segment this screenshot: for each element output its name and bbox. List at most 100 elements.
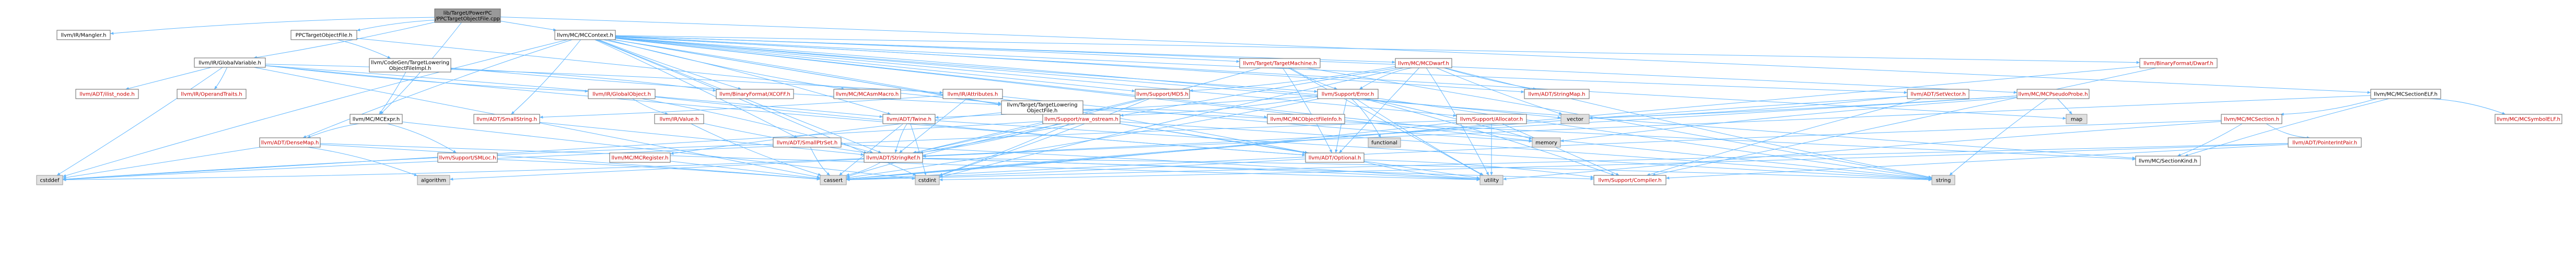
edge-allocator-to-cassert <box>846 122 1457 181</box>
edge-densemap-to-utility <box>320 143 1481 181</box>
edge-mccontext-to-smallstring <box>511 39 581 115</box>
node-mcregister[interactable]: llvm/MC/MCRegister.h <box>609 152 671 163</box>
node-allocator[interactable]: llvm/Support/Allocator.h <box>1456 114 1527 124</box>
node-targetmachine[interactable]: llvm/Target/TargetMachine.h <box>1239 58 1321 68</box>
edge-ttlof-to-mcregister <box>670 112 1002 155</box>
node-mcobjfileinfo[interactable]: llvm/MC/MCObjectFileInfo.h <box>1267 114 1345 124</box>
edge-targetmachine-to-utility <box>1288 67 1483 176</box>
edge-mccontext-to-allocator <box>615 37 1457 117</box>
node-box-cgtlof <box>369 58 451 73</box>
node-mcsectionelf[interactable]: llvm/MC/MCSectionELF.h <box>2370 89 2441 99</box>
node-globalobject[interactable]: llvm/IR/GlobalObject.h <box>588 89 656 99</box>
edge-mcregister-to-cassert <box>670 161 821 180</box>
node-label-ttlof: ObjectFile.h <box>1027 108 1058 114</box>
edge-globalvar-to-globalobject <box>265 65 589 93</box>
node-symbolelf[interactable]: llvm/MC/MCSymbolELF.h <box>2495 114 2562 124</box>
node-box-targetmachine <box>1239 58 1321 68</box>
node-cassert: cassert <box>820 175 847 185</box>
node-irvalue[interactable]: llvm/IR/Value.h <box>654 114 704 124</box>
edge-supporterror-to-optional <box>1335 98 1347 153</box>
node-stringmap[interactable]: llvm/ADT/StringMap.h <box>1524 89 1590 99</box>
edge-mcdwarf-to-vector <box>1436 67 1563 115</box>
edge-stringref-to-string <box>922 158 1932 182</box>
node-supporterror[interactable]: llvm/Support/Error.h <box>1317 89 1379 99</box>
node-box-irattributes <box>942 89 1003 99</box>
node-twine[interactable]: llvm/ADT/Twine.h <box>882 114 936 124</box>
node-box-xcoff <box>716 89 794 99</box>
node-label-mcobjfileinfo: llvm/MC/MCObjectFileInfo.h <box>1270 117 1342 123</box>
node-mcasmmacro[interactable]: llvm/MC/MCAsmMacro.h <box>833 89 901 99</box>
node-irmangler[interactable]: llvm/IR/Mangler.h <box>56 30 111 40</box>
edge-supporterror-to-twine <box>935 95 1318 119</box>
node-mccontext[interactable]: llvm/MC/MCContext.h <box>554 30 616 40</box>
node-box-mcexpr <box>349 114 403 124</box>
node-rawostream[interactable]: llvm/Support/raw_ostream.h <box>1042 114 1121 124</box>
node-box-mccontext <box>554 30 616 40</box>
node-box-sectionkind <box>2135 156 2201 166</box>
node-box-globalobject <box>588 89 656 99</box>
edge-md5-to-stringref <box>913 98 1143 154</box>
node-box-mcasmmacro <box>833 89 901 99</box>
edge-mcexpr-to-smloc <box>387 123 457 153</box>
edge-irvalue-to-cassert <box>691 123 822 176</box>
node-label-xcoff: llvm/BinaryFormat/XCOFF.h <box>719 92 790 98</box>
node-mcpseudoprobe[interactable]: llvm/MC/MCPseudoProbe.h <box>2016 89 2090 99</box>
node-label-string: string <box>1936 178 1951 184</box>
edge-ptrintpair-to-cstdint <box>939 143 2289 182</box>
edge-mccontext-to-supporterror <box>615 37 1318 93</box>
node-setvector[interactable]: llvm/ADT/SetVector.h <box>1907 89 1969 99</box>
node-optional[interactable]: llvm/ADT/Optional.h <box>1305 152 1365 163</box>
node-utility: utility <box>1479 175 1503 185</box>
node-label-mcsection: llvm/MC/MCSection.h <box>2224 117 2279 123</box>
node-root[interactable]: lib/Target/PowerPC/PPCTargetObjectFile.c… <box>434 8 501 23</box>
edge-mcsection-to-cassert <box>846 120 2222 181</box>
node-mcexpr[interactable]: llvm/MC/MCExpr.h <box>349 114 403 124</box>
node-label-mcregister: llvm/MC/MCRegister.h <box>612 156 669 161</box>
edge-ppctof-to-cgtlof <box>337 39 391 59</box>
node-cgtlof[interactable]: llvm/CodeGen/TargetLoweringObjectFileImp… <box>369 58 451 73</box>
edge-targetmachine-to-string <box>1306 67 1932 179</box>
edge-smallptrset-to-cstddef <box>62 144 774 181</box>
node-binfmtdwarf[interactable]: llvm/BinaryFormat/Dwarf.h <box>2139 58 2218 68</box>
edge-root-to-mcsectionelf <box>500 17 2371 94</box>
edge-md5-to-cstdint <box>939 98 1150 176</box>
node-densemap[interactable]: llvm/ADT/DenseMap.h <box>259 137 321 148</box>
edge-mcdwarf-to-string <box>1444 67 1932 179</box>
node-mcsection[interactable]: llvm/MC/MCSection.h <box>2221 114 2282 124</box>
node-stringref[interactable]: llvm/ADT/StringRef.h <box>864 152 923 163</box>
node-xcoff[interactable]: llvm/BinaryFormat/XCOFF.h <box>716 89 794 99</box>
node-smallstring[interactable]: llvm/ADT/SmallString.h <box>473 114 540 124</box>
node-smloc[interactable]: llvm/Support/SMLoc.h <box>437 152 498 163</box>
node-label-optional: llvm/ADT/Optional.h <box>1309 156 1361 161</box>
edge-rawostream-to-string <box>1120 121 1932 181</box>
node-ppctof[interactable]: PPCTargetObjectFile.h <box>290 30 357 40</box>
node-sectionkind[interactable]: llvm/MC/SectionKind.h <box>2135 156 2201 166</box>
edge-mccontext-to-string <box>615 38 1932 180</box>
edge-root-to-ppctof <box>356 19 435 31</box>
node-cstddef: cstddef <box>36 175 63 185</box>
node-compiler[interactable]: llvm/Support/Compiler.h <box>1593 175 1666 185</box>
node-label-rawostream: llvm/Support/raw_ostream.h <box>1044 117 1118 123</box>
edge-mcpseudoprobe-to-memory <box>1560 97 2018 143</box>
node-label-twine: llvm/ADT/Twine.h <box>887 117 931 123</box>
node-ilistnode[interactable]: llvm/ADT/ilist_node.h <box>75 89 139 99</box>
node-operandtraits[interactable]: llvm/IR/OperandTraits.h <box>177 89 247 99</box>
node-globalvar[interactable]: llvm/IR/GlobalVariable.h <box>194 57 266 68</box>
node-ptrintpair[interactable]: llvm/ADT/PointerIntPair.h <box>2288 137 2362 148</box>
node-smallptrset[interactable]: llvm/ADT/SmallPtrSet.h <box>773 137 842 148</box>
node-box-stringmap <box>1524 89 1590 99</box>
edge-supporterror-to-string <box>1378 98 1932 180</box>
edge-twine-to-string <box>935 120 1932 181</box>
edge-supporterror-to-compiler <box>1363 98 1615 176</box>
edge-cgtlof-to-mcexpr <box>379 72 406 115</box>
node-label-smloc: llvm/Support/SMLoc.h <box>439 156 496 161</box>
node-label-cstddef: cstddef <box>40 178 60 184</box>
edge-mccontext-to-smallptrset <box>595 39 798 138</box>
node-box-mcsection <box>2221 114 2282 124</box>
node-irattributes[interactable]: llvm/IR/Attributes.h <box>942 89 1003 99</box>
edge-globalobject-to-stringref <box>642 98 873 153</box>
node-mcdwarf[interactable]: llvm/MC/MCDwarf.h <box>1395 58 1452 68</box>
node-label-ppctof: PPCTargetObjectFile.h <box>296 33 353 39</box>
node-md5[interactable]: llvm/Support/MD5.h <box>1135 89 1190 99</box>
